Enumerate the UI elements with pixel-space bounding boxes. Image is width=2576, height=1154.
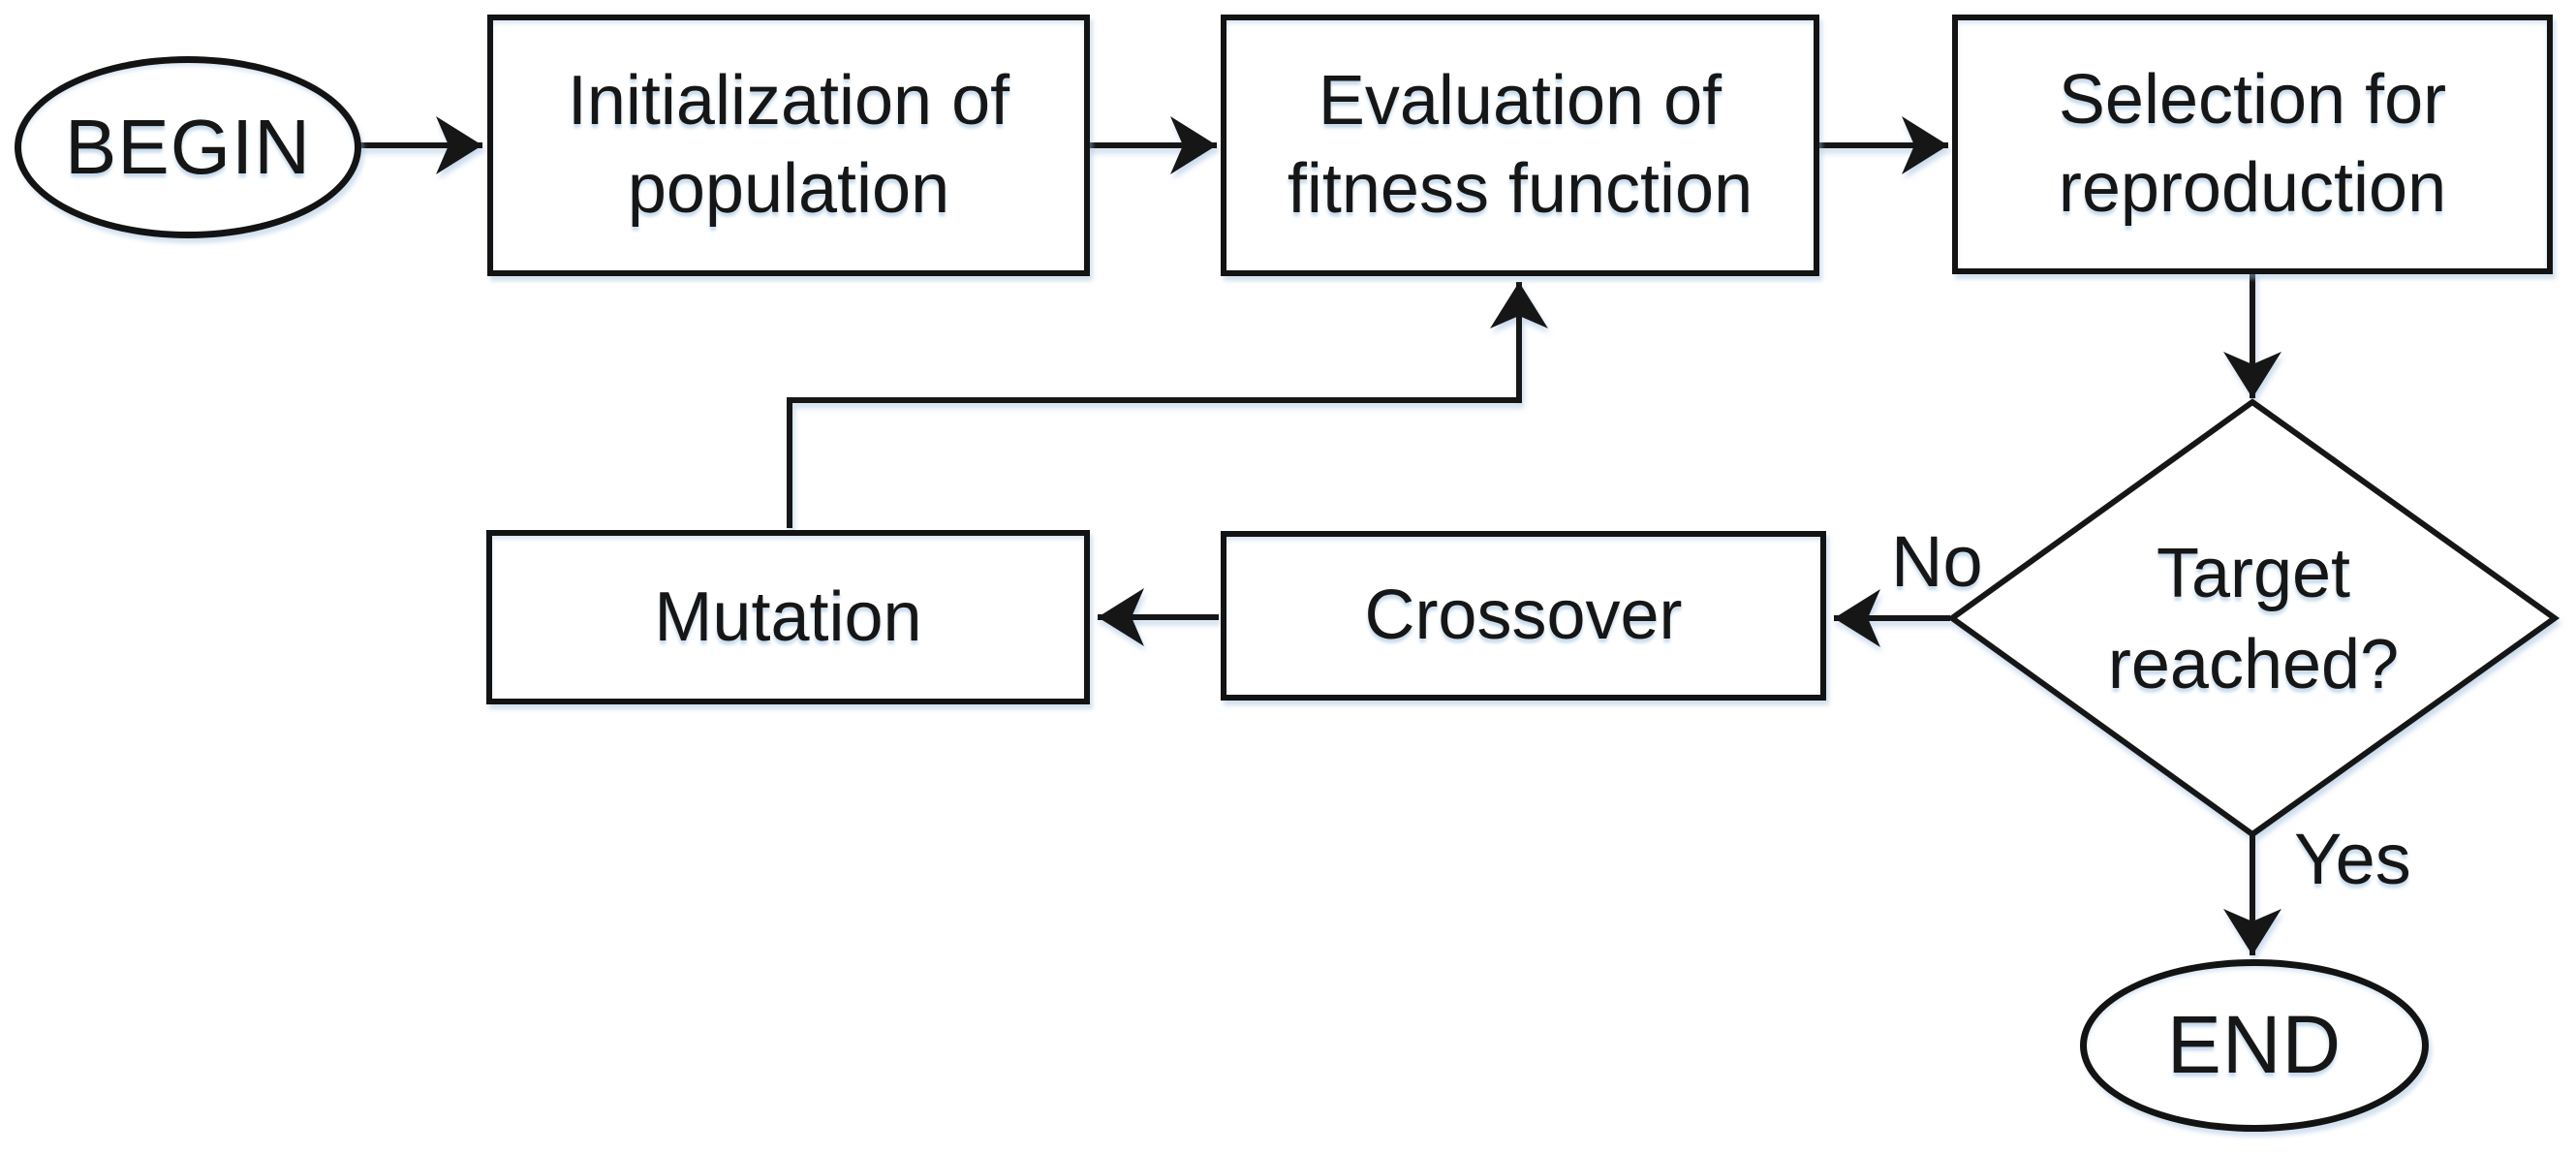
evaluation-step: Evaluation of fitness function — [1221, 15, 1819, 276]
begin-label: BEGIN — [65, 103, 311, 190]
mutation-label: Mutation — [654, 577, 922, 656]
selection-label: Selection for reproduction — [2058, 61, 2447, 227]
initialization-step: Initialization of population — [487, 15, 1090, 276]
target-reached-label: Target reached? — [2107, 535, 2400, 703]
yes-edge-label: Yes — [2294, 819, 2411, 899]
initialization-label: Initialization of population — [567, 62, 1010, 228]
evaluation-label: Evaluation of fitness function — [1287, 62, 1754, 228]
end-label: END — [2166, 999, 2343, 1091]
selection-step: Selection for reproduction — [1952, 15, 2553, 274]
crossover-step: Crossover — [1221, 531, 1826, 701]
end-terminator: END — [2080, 959, 2429, 1132]
crossover-label: Crossover — [1364, 577, 1683, 655]
mutation-step: Mutation — [486, 530, 1090, 704]
target-reached-decision: Target reached? — [2040, 504, 2467, 736]
begin-terminator: BEGIN — [15, 56, 361, 238]
no-edge-label: No — [1891, 521, 1983, 602]
edge-mutation-evaluation — [787, 282, 1548, 528]
